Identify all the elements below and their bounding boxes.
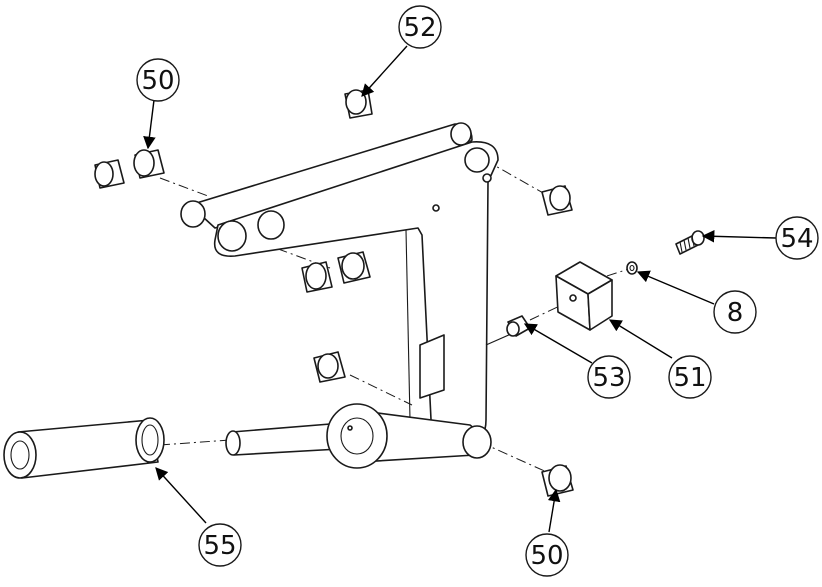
bushing-50-top-left-b	[133, 149, 165, 179]
callout-8: 8	[713, 290, 757, 334]
bushing-50-top-left-a	[94, 159, 125, 189]
bushing-50-bottom	[541, 464, 574, 497]
bushing-mid-left	[301, 261, 333, 293]
callout-label-51: 51	[673, 363, 706, 393]
callout-50-bottom: 50	[525, 533, 569, 577]
callout-label-54: 54	[780, 224, 813, 254]
bushing-mid-right	[337, 251, 371, 284]
leader-lines	[143, 45, 777, 533]
part-54-screw	[675, 230, 705, 255]
bushing-lower	[313, 351, 346, 383]
callout-54: 54	[775, 216, 819, 260]
frame-bottom-hub	[354, 409, 492, 463]
callout-label-50-top: 50	[141, 66, 174, 96]
callout-label-50-bottom: 50	[530, 541, 563, 571]
callout-label-8: 8	[727, 298, 744, 328]
callout-50-top: 50	[136, 58, 180, 102]
bushing-right-frame	[541, 185, 573, 216]
bushing-52	[344, 89, 373, 119]
callout-label-53: 53	[592, 363, 625, 393]
part-55-handle-tube	[3, 417, 165, 479]
callout-51: 51	[668, 355, 712, 399]
callout-label-52: 52	[403, 13, 436, 43]
callout-55: 55	[198, 523, 242, 567]
callout-52: 52	[398, 5, 442, 49]
frame-back-plate	[180, 122, 473, 229]
callout-53: 53	[587, 355, 631, 399]
frame-main	[213, 141, 521, 446]
part-8-washer	[626, 261, 638, 275]
part-51-block	[555, 261, 613, 331]
axle-shaft	[225, 403, 388, 469]
callout-label-55: 55	[203, 531, 236, 561]
part-53-fitting	[506, 315, 531, 337]
bushings	[94, 89, 574, 497]
